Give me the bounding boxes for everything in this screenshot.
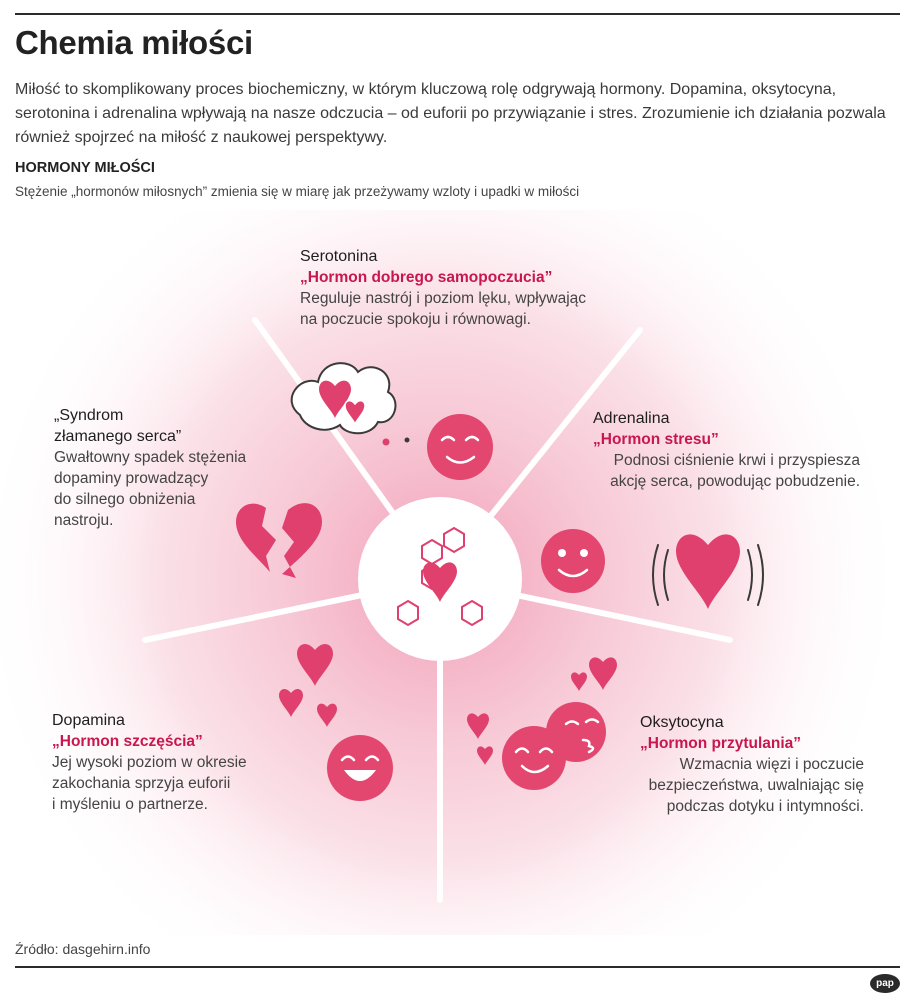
hormone-desc-line: na poczucie spokoju i równowagi. — [300, 311, 531, 328]
intro-text: Miłość to skomplikowany proces biochemic… — [15, 81, 886, 146]
thought-cloud-hearts-icon — [290, 362, 410, 446]
bottom-rule — [15, 966, 900, 968]
hormone-desc-line: bezpieczeństwa, uwalniając się — [648, 777, 864, 794]
section-subtitle: Stężenie „hormonów miłosnych” zmienia si… — [15, 184, 580, 199]
broken-heart-icon — [236, 503, 322, 578]
hormone-desc-line: Wzmacnia więzi i poczucie — [679, 756, 864, 773]
hormone-name: Serotonina — [300, 248, 378, 265]
hormone-adrenalina: Adrenalina „Hormon stresu” Podnosi ciśni… — [560, 408, 860, 492]
hormone-desc-line: akcję serca, powodując pobudzenie. — [610, 473, 860, 490]
hormone-desc-line: Podnosi ciśnienie krwi i przyspiesza — [613, 452, 860, 469]
hormone-desc-line: zakochania sprzyja euforii — [52, 775, 231, 792]
hormone-name: Adrenalina — [593, 410, 670, 427]
syndrome-name-line: „Syndrom — [54, 407, 124, 424]
kissing-faces-icon — [502, 702, 606, 790]
beating-heart-icon — [652, 534, 764, 609]
hormone-name: Oksytocyna — [640, 714, 724, 731]
page-title: Chemia miłości — [15, 24, 253, 61]
hormone-name: Dopamina — [52, 712, 125, 729]
hexagon-molecule-icon — [358, 497, 522, 661]
hormone-tagline: „Hormon dobrego samopoczucia” — [300, 269, 553, 286]
hormone-serotonina: Serotonina „Hormon dobrego samopoczucia”… — [300, 246, 586, 330]
hormone-tagline: „Hormon stresu” — [593, 431, 719, 448]
hormone-oksytocyna: Oksytocyna „Hormon przytulania” Wzmacnia… — [620, 712, 864, 817]
hormone-desc-line: Reguluje nastrój i poziom lęku, wpływają… — [300, 290, 587, 307]
hormone-tagline: „Hormon przytulania” — [640, 735, 802, 752]
hormone-desc-line: podczas dotyku i intymności. — [666, 798, 864, 815]
syndrome-name-line: złamanego serca” — [54, 428, 182, 445]
hormone-desc-line: nastroju. — [54, 512, 114, 529]
section-title: HORMONY MIŁOŚCI — [15, 160, 155, 176]
smiling-face-icon — [541, 529, 605, 593]
winking-face-icon — [427, 414, 493, 480]
source-note: Źródło: dasgehirn.info — [15, 941, 151, 957]
hormone-desc-line: i myśleniu o partnerze. — [52, 796, 208, 813]
hormone-wheel-graphic — [0, 210, 910, 935]
hormone-desc-line: Gwałtowny spadek stężenia — [54, 449, 247, 466]
hormone-syndrom: „Syndrom złamanego serca” Gwałtowny spad… — [40, 405, 246, 531]
pap-logo: pap — [870, 974, 900, 993]
hormone-desc-line: dopaminy prowadzący — [54, 470, 209, 487]
laughing-face-icon — [327, 735, 393, 801]
hormone-tagline: „Hormon szczęścia” — [52, 733, 203, 750]
hormone-dopamina: Dopamina „Hormon szczęścia” Jej wysoki p… — [52, 710, 247, 815]
top-rule — [15, 13, 900, 15]
hormone-desc-line: do silnego obniżenia — [54, 491, 196, 508]
hormone-desc-line: Jej wysoki poziom w okresie — [52, 754, 247, 771]
